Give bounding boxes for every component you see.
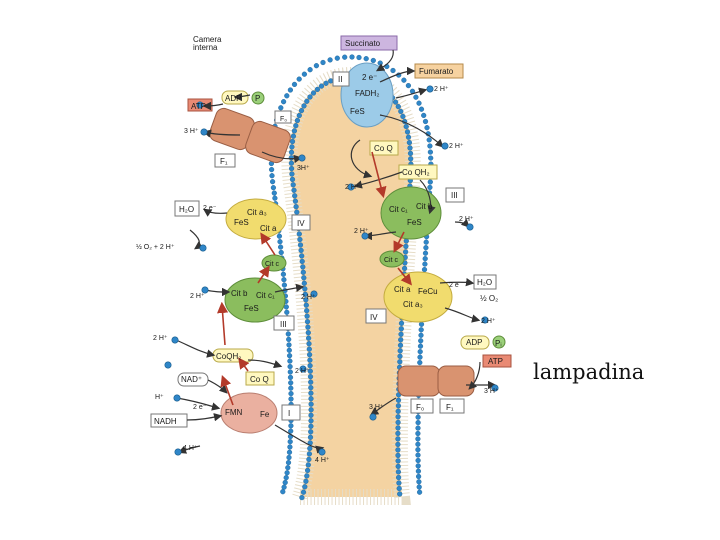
label-complex-ii: II	[338, 75, 342, 84]
label-four-h-bottom: 4 H⁺	[315, 457, 330, 464]
label-two-h-right-iii: 2 H⁺	[459, 216, 474, 223]
complex-iii-left	[224, 277, 286, 323]
label-two-h-right-mid: 2 H⁺	[345, 184, 360, 191]
label-coq-left: Co Q	[250, 375, 269, 384]
label-h2o-right: H₂O	[477, 278, 492, 287]
label-two-h-left-i: 2 H⁺	[153, 335, 168, 342]
label-complex-iv-right: IV	[370, 313, 378, 322]
label-fmn-left: FMN	[225, 408, 243, 417]
label-two-h-right-iii-b: 2 H⁺	[354, 228, 369, 235]
label-two-e-left: 2 e⁻	[203, 205, 217, 212]
label-fadh2: FADH₂	[355, 89, 379, 98]
atp-synthase-left	[209, 107, 291, 164]
flow-arrows	[175, 49, 497, 454]
label-four-h-left: 4 H⁺	[183, 445, 198, 452]
label-adp-right: ADP	[466, 338, 482, 347]
label-two-h-coq: 2 H⁺	[449, 143, 464, 150]
label-nad-left: NAD⁺	[181, 375, 202, 384]
cit-c-right	[379, 250, 405, 268]
label-two-e-right: 2 e	[449, 282, 459, 289]
complex-i	[220, 392, 278, 434]
label-fes-top: FeS	[350, 107, 365, 116]
label-cit-a3-left: Cit a₃	[247, 208, 267, 217]
label-fes-left-iv: FeS	[234, 218, 249, 227]
label-succinato: Succinato	[345, 39, 381, 48]
electron-path	[217, 151, 412, 406]
label-fo-right: F₀	[416, 403, 424, 412]
label-coqh2-left: CoQH₂	[216, 352, 241, 361]
label-three-h-right: 3 H⁺	[484, 388, 499, 395]
label-cit-b-right: Cit b	[416, 202, 433, 211]
complex-iii-right	[380, 186, 442, 240]
label-h2o-left: H₂O	[179, 205, 194, 214]
label-fo-left: F₀	[280, 116, 287, 123]
label-fecu-right: FeCu	[418, 287, 438, 296]
label-cit-c1-right: Cit c₁	[389, 205, 408, 214]
label-cit-c-right: Cit c	[384, 257, 399, 264]
label-pi-right: Pᵢ	[495, 339, 502, 348]
label-three-h-fo: 3 H⁺	[369, 404, 384, 411]
label-fes-right: FeS	[407, 218, 422, 227]
label-p-left: P	[255, 94, 260, 103]
label-cit-a-left: Cit a	[260, 224, 277, 233]
caption-text: lampadina	[533, 360, 645, 384]
label-cit-b-left: Cit b	[231, 289, 248, 298]
label-fumarato: Fumarato	[419, 67, 454, 76]
label-coq-right: Co Q	[374, 144, 393, 153]
label-two-h-right-iv: 2 H⁺	[481, 318, 496, 325]
label-cit-a-right: Cit a	[394, 285, 411, 294]
crista-fill	[289, 75, 413, 497]
label-two-e-left-i: 2 e⁻	[193, 404, 207, 411]
atp-synthase-right	[397, 365, 475, 397]
complex-iv-right	[383, 271, 453, 323]
label-complex-iii-right: III	[451, 191, 458, 200]
label-complex-i: I	[288, 409, 290, 418]
label-h-left: H⁺	[155, 394, 164, 401]
label-camera: Camera	[193, 35, 222, 44]
label-half-o2-left: ½ O₂ + 2 H⁺	[136, 243, 175, 251]
label-fe-left: Fe	[260, 410, 270, 419]
label-interna: interna	[193, 43, 218, 52]
label-fes-left-iii: FeS	[244, 304, 259, 313]
label-complex-iii-left: III	[280, 320, 287, 329]
label-cit-c-left: Cit c	[265, 261, 280, 268]
label-half-o2-right: ½ O₂	[480, 294, 498, 303]
label-f1-left: F₁	[220, 157, 228, 166]
label-atp-left: ATP	[191, 102, 206, 111]
label-cit-a3-right: Cit a₃	[403, 300, 423, 309]
proton-dots	[164, 85, 499, 456]
label-two-h-left-iii: 2 H⁺	[190, 293, 205, 300]
complex-ii	[340, 62, 394, 128]
label-adp-left: ADP	[225, 94, 241, 103]
label-cit-c1-left: Cit c₁	[256, 291, 275, 300]
label-three-h-left: 3 H⁺	[184, 128, 199, 135]
label-nadh-left: NADH	[154, 417, 177, 426]
label-coqh2-right: Co QH₂	[402, 168, 430, 177]
label-three-h-left-b: 3H⁺	[297, 165, 310, 172]
complex-iv-left	[225, 198, 287, 240]
label-two-h-left-iii-b: 2 H⁺	[301, 294, 316, 301]
label-two-h-left-coq: 2 H⁺	[295, 368, 310, 375]
label-complex-iv-left: IV	[297, 219, 305, 228]
label-atp-right: ATP	[488, 357, 503, 366]
label-f1-right: F₁	[446, 403, 454, 412]
label-two-h-top-right: 2 H⁺	[434, 86, 449, 93]
label-two-e-top: 2 e⁻	[362, 73, 377, 82]
